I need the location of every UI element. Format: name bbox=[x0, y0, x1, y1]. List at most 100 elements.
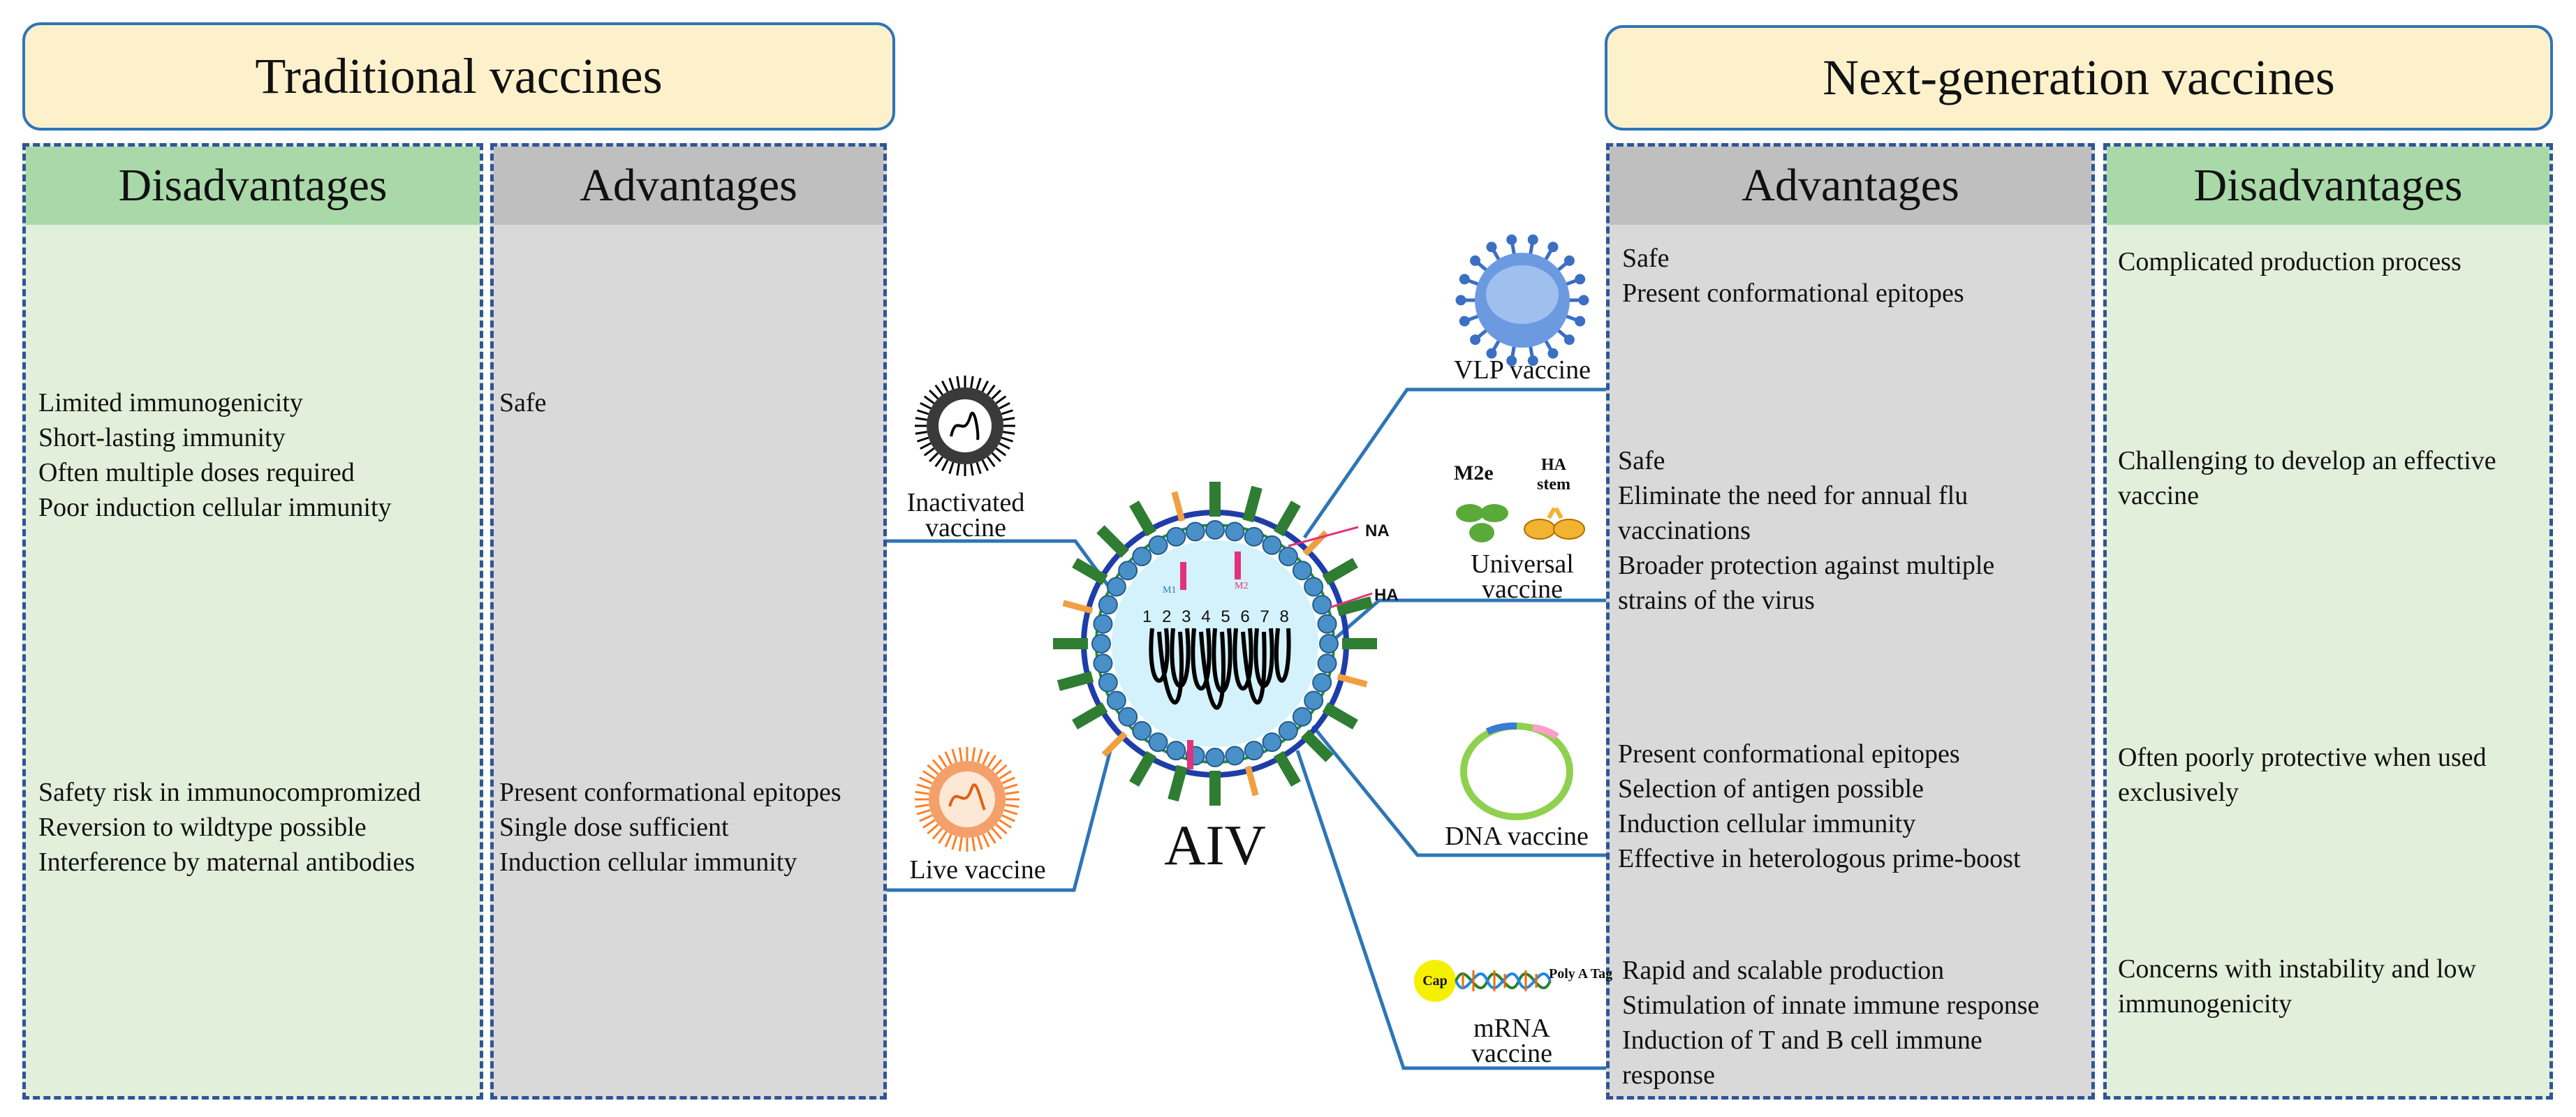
ha-spike bbox=[1129, 750, 1156, 787]
inactivated-spike bbox=[948, 461, 955, 474]
ha-spike bbox=[1096, 525, 1129, 558]
live-spike bbox=[938, 831, 948, 844]
matrix-bead bbox=[1166, 741, 1186, 761]
ha-spike bbox=[1072, 702, 1108, 730]
inactivated-spike bbox=[1003, 417, 1015, 421]
vlp-spike-tip bbox=[1575, 316, 1586, 327]
m2-label: M2 bbox=[1235, 581, 1249, 591]
inactivated-spike bbox=[1001, 436, 1013, 443]
live-spike bbox=[977, 836, 983, 850]
traditional-disadvantages-heading: Disadvantages bbox=[26, 147, 480, 225]
matrix-bead bbox=[1312, 595, 1332, 615]
live-spike bbox=[971, 747, 976, 762]
live-spike bbox=[971, 837, 976, 852]
inactivated-spike bbox=[917, 409, 929, 415]
inactivated-vaccine-icon bbox=[915, 376, 1015, 476]
inactivated-spike bbox=[991, 452, 1001, 462]
mrna-icon bbox=[1414, 960, 1552, 1002]
matrix-bead bbox=[1278, 547, 1298, 567]
live-spike bbox=[1001, 814, 1015, 822]
poly-a-tag-label: Poly A Tag bbox=[1549, 966, 1613, 982]
inactivated-spike bbox=[929, 390, 939, 400]
traditional-advantages-group-1: Safe bbox=[499, 388, 547, 417]
universal-vaccine-label: Universal vaccine bbox=[1471, 549, 1574, 604]
na-pointer bbox=[1288, 526, 1359, 547]
live-spike bbox=[982, 751, 990, 765]
mrna-disadvantages: Concerns with instability and low immuno… bbox=[2118, 954, 2476, 1019]
inactivated-spike bbox=[929, 452, 939, 462]
live-spike bbox=[1005, 790, 1020, 795]
live-spike bbox=[916, 809, 931, 815]
na-spike bbox=[1244, 765, 1259, 797]
matrix-bead bbox=[1098, 595, 1118, 615]
surface-glycoproteins bbox=[1053, 482, 1377, 806]
ha-pointer bbox=[1330, 592, 1373, 609]
ha-spike bbox=[1301, 730, 1334, 762]
traditional-advantages-panel: Advantages Safe Present conformational e… bbox=[490, 143, 887, 1100]
vlp-vaccine-label: VLP vaccine bbox=[1454, 355, 1591, 385]
vlp-spike-tip bbox=[1527, 234, 1538, 245]
na-label: NA bbox=[1365, 521, 1390, 540]
live-spike bbox=[951, 836, 957, 850]
inactivated-spike bbox=[934, 384, 943, 396]
matrix-bead bbox=[1106, 690, 1126, 711]
aiv-label: AIV bbox=[1164, 813, 1266, 877]
live-spike bbox=[927, 823, 939, 835]
next-generation-vaccines-title: Next-generation vaccines bbox=[1605, 25, 2553, 131]
matrix-bead bbox=[1312, 672, 1332, 693]
live-spike bbox=[951, 748, 957, 763]
matrix-bead bbox=[1278, 720, 1298, 741]
inactivated-spike bbox=[948, 378, 955, 390]
mrna-vaccine-label: mRNA vaccine bbox=[1471, 1014, 1553, 1068]
vlp-spike-tip bbox=[1547, 348, 1559, 359]
mrna-advantages: Rapid and scalable production Stimulatio… bbox=[1622, 956, 2040, 1090]
matrix-bead bbox=[1185, 521, 1205, 542]
live-spike bbox=[915, 790, 929, 795]
traditional-vaccines-title: Traditional vaccines bbox=[22, 22, 895, 131]
matrix-bead bbox=[1091, 634, 1111, 653]
universal-disadvantages: Challenging to develop an effective vacc… bbox=[2118, 446, 2496, 510]
vlp-spike-tip bbox=[1578, 295, 1589, 306]
live-spike bbox=[915, 804, 929, 808]
live-spike bbox=[922, 770, 936, 780]
connector-mrna bbox=[1295, 750, 1606, 1070]
segment-numbers: 1 2 3 4 5 6 7 8 bbox=[1142, 607, 1289, 626]
matrix-bead bbox=[1304, 577, 1324, 597]
connector-vlp bbox=[1302, 387, 1606, 539]
matrix-bead bbox=[1093, 653, 1113, 674]
live-vaccine-icon bbox=[915, 747, 1020, 852]
live-spike bbox=[982, 834, 990, 848]
vlp-spike-tip bbox=[1470, 334, 1481, 346]
m2e-label: M2e bbox=[1454, 461, 1494, 484]
live-spike bbox=[999, 819, 1012, 829]
inactivated-spike bbox=[1003, 431, 1015, 435]
matrix-bead bbox=[1304, 690, 1324, 711]
next-generation-advantages-heading: Advantages bbox=[1610, 147, 2091, 225]
matrix-bead bbox=[1225, 746, 1245, 766]
matrix-bead bbox=[1106, 577, 1126, 597]
inactivated-spike bbox=[970, 464, 974, 476]
inactivated-spike bbox=[1001, 409, 1013, 415]
ha-stem-label: HA stem bbox=[1537, 456, 1570, 494]
ha-stem-icon bbox=[1524, 507, 1585, 540]
dna-advantages: Present conformational epitopes Selectio… bbox=[1618, 739, 2021, 873]
live-spike bbox=[916, 783, 931, 790]
live-spike bbox=[995, 823, 1008, 835]
traditional-advantages-group-2: Present conformational epitopes Single d… bbox=[499, 778, 841, 877]
matrix-bead bbox=[1319, 634, 1339, 653]
matrix-bead bbox=[1225, 521, 1245, 542]
inactivated-spike bbox=[995, 395, 1007, 404]
inactivated-spike bbox=[999, 442, 1010, 450]
live-spike bbox=[944, 751, 952, 765]
na-spike bbox=[1337, 673, 1368, 688]
vlp-vaccine-icon bbox=[1455, 234, 1589, 367]
inactivated-spike bbox=[987, 456, 996, 468]
aiv-virus-graphic bbox=[1053, 482, 1377, 806]
inactivated-spike bbox=[923, 395, 935, 404]
live-spike bbox=[938, 755, 948, 768]
ha-spike bbox=[1057, 671, 1094, 691]
live-spike bbox=[932, 759, 943, 771]
vlp-spike-tip bbox=[1575, 274, 1586, 285]
ha-spike bbox=[1274, 501, 1301, 537]
inactivated-spike bbox=[920, 401, 932, 410]
